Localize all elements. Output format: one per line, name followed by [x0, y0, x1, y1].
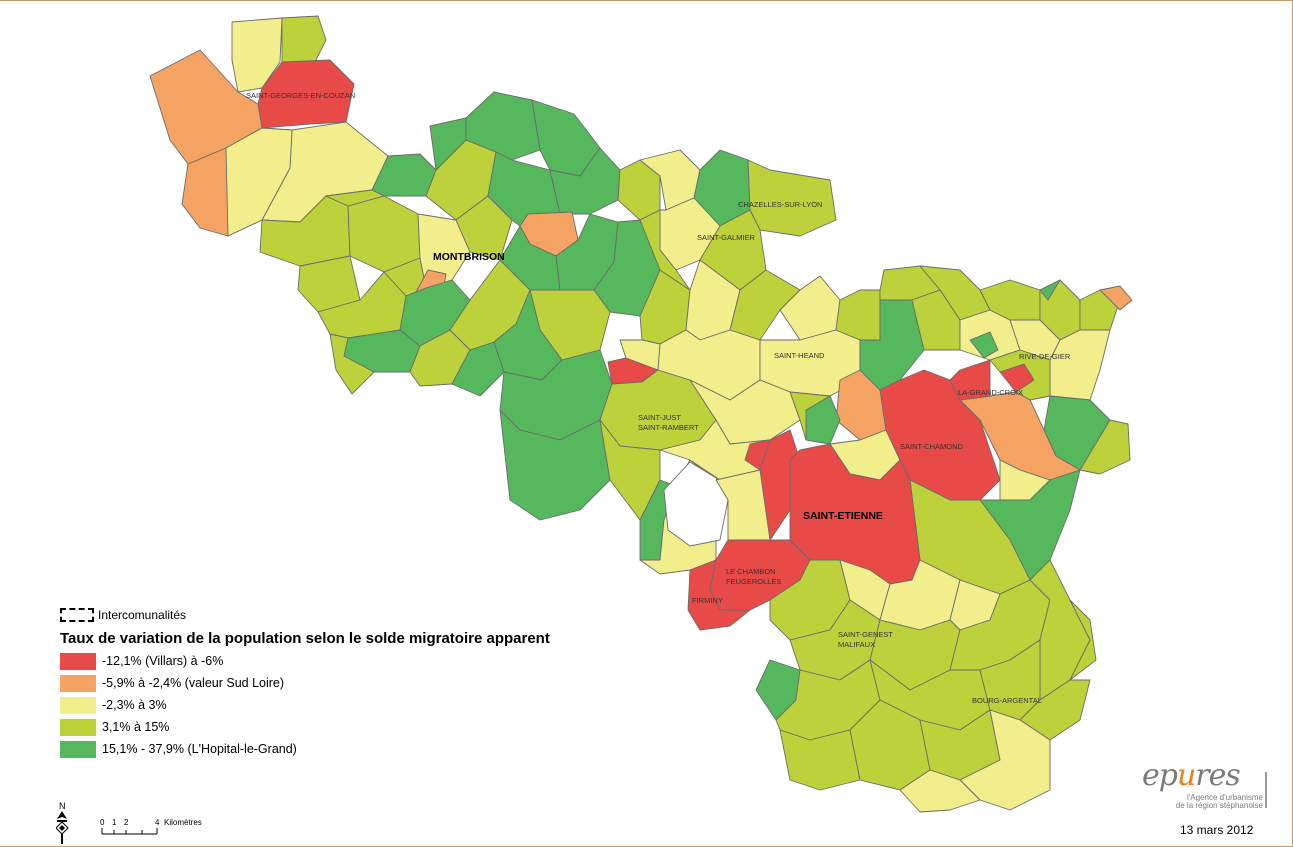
- north-arrow-icon: N: [56, 801, 69, 844]
- brand-divider: [1265, 772, 1267, 808]
- label-saint-georges: SAINT-GEORGES-EN-COUZAN: [246, 91, 355, 100]
- intercommunality-boundary-symbol: [60, 608, 94, 622]
- scale-bar: N 0 1 2 4 Kilomètres: [56, 801, 202, 844]
- commune: [969, 331, 999, 359]
- legend-class-label: -12,1% (Villars) à -6%: [102, 654, 224, 668]
- legend-class: -2,3% à 3%: [60, 694, 620, 716]
- legend-swatch: [60, 718, 96, 736]
- commune: [1079, 419, 1131, 475]
- commune: [959, 709, 1051, 811]
- commune: [329, 333, 375, 395]
- map-labels: SAINT-GEORGES-EN-COUZAN MONTBRISON CHAZE…: [246, 91, 1071, 705]
- label-firminy: FIRMINY: [692, 596, 723, 605]
- commune: [835, 289, 881, 341]
- legend-title: Taux de variation de la population selon…: [60, 630, 550, 647]
- scale-tick: 4: [155, 818, 160, 827]
- commune: [989, 349, 1051, 401]
- label-saint-heand: SAINT-HEAND: [774, 351, 825, 360]
- label-la-grand-croix: LA-GRAND-CROIX: [958, 388, 1023, 397]
- label-bourg-argental: BOURG-ARGENTAL: [972, 696, 1042, 705]
- legend-class-label: 15,1% - 37,9% (L'Hopital-le-Grand): [102, 742, 297, 756]
- commune: [747, 159, 837, 237]
- commune: [455, 195, 513, 261]
- label-chazelles: CHAZELLES-SUR-LYON: [738, 200, 822, 209]
- legend-swatch: [60, 652, 96, 670]
- label-saint-chamond: SAINT-CHAMOND: [900, 442, 964, 451]
- legend-classes: -12,1% (Villars) à -6% -5,9% à -2,4% (va…: [60, 650, 620, 760]
- label-le-chambon: LE CHAMBON: [726, 567, 776, 576]
- legend-swatch: [60, 696, 96, 714]
- north-label: N: [59, 801, 66, 811]
- scale-ticks: 0 1 2 4 Kilomètres: [100, 818, 202, 835]
- label-saint-galmier: SAINT-GALMIER: [697, 233, 756, 242]
- label-rive-de-gier: RIVE-DE-GIER: [1019, 352, 1071, 361]
- legend-class: 3,1% à 15%: [60, 716, 620, 738]
- label-saint-etienne: SAINT-ETIENNE: [803, 510, 883, 522]
- unclassified-area: [663, 461, 729, 547]
- legend-class-label: -5,9% à -2,4% (valeur Sud Loire): [102, 676, 285, 690]
- commune: [549, 147, 621, 215]
- commune: [639, 209, 691, 291]
- scale-tick: 1: [112, 818, 117, 827]
- legend-class-label: 3,1% à 15%: [102, 720, 170, 734]
- label-saint-genest: SAINT-GENEST: [838, 630, 893, 639]
- commune: [1039, 279, 1061, 301]
- commune: [347, 195, 421, 273]
- commune: [465, 91, 541, 161]
- label-feugerolles: FEUGEROLLES: [726, 577, 781, 586]
- label-malifaux: MALIFAUX: [838, 640, 875, 649]
- label-saint-just: SAINT-JUST: [638, 413, 681, 422]
- commune: [225, 127, 293, 237]
- legend-swatch: [60, 674, 96, 692]
- commune: [949, 359, 991, 401]
- commune: [687, 559, 751, 631]
- map-legend: Intercomunalités Taux de variation de la…: [60, 604, 620, 760]
- commune: [281, 15, 327, 65]
- brand-tagline: l'Agence d'urbanisme de la région stépha…: [1175, 793, 1263, 810]
- commune: [1069, 599, 1097, 681]
- commune: [899, 769, 981, 813]
- commune: [789, 391, 831, 441]
- epures-logo: epures l'Agence d'urbanisme de la région…: [1132, 758, 1267, 810]
- commune: [325, 189, 385, 207]
- legend-boundary-row: Intercomunalités: [60, 604, 620, 626]
- legend-boundary-label: Intercomunalités: [98, 608, 187, 622]
- scale-tick: 2: [124, 818, 129, 827]
- label-saint-rambert: SAINT-RAMBERT: [638, 423, 699, 432]
- scale-tick: 0: [100, 818, 105, 827]
- label-montbrison: MONTBRISON: [433, 251, 505, 263]
- commune: [779, 729, 861, 791]
- scale-unit: Kilomètres: [164, 818, 202, 827]
- commune: [744, 439, 771, 471]
- communes-layer: [149, 15, 1133, 813]
- commune: [959, 391, 1081, 481]
- legend-class: -5,9% à -2,4% (valeur Sud Loire): [60, 672, 620, 694]
- legend-class: 15,1% - 37,9% (L'Hopital-le-Grand): [60, 738, 620, 760]
- legend-class-label: -2,3% à 3%: [102, 698, 167, 712]
- legend-swatch: [60, 740, 96, 758]
- legend-class: -12,1% (Villars) à -6%: [60, 650, 620, 672]
- commune: [1099, 285, 1133, 311]
- brand-wordmark: epures: [1142, 758, 1241, 793]
- map-date: 13 mars 2012: [1180, 823, 1254, 837]
